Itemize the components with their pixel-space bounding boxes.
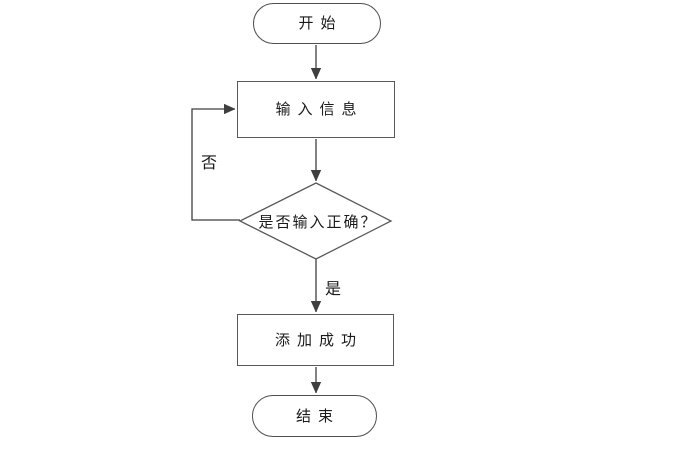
add-success-node: 添加成功 — [237, 314, 394, 366]
start-node: 开始 — [253, 3, 381, 44]
decision-node-label: 是否输入正确？ — [258, 212, 378, 231]
arrow-decision-no-loop — [191, 109, 240, 221]
edge-label-no: 否 — [201, 153, 218, 172]
input-info-node-label: 输入信息 — [275, 100, 364, 118]
input-info-node: 输入信息 — [237, 81, 395, 138]
add-success-node-label: 添加成功 — [274, 330, 363, 349]
start-node-label: 开始 — [298, 14, 343, 32]
decision-node: 是否输入正确？ — [244, 206, 390, 236]
edge-label-yes: 是 — [325, 279, 342, 298]
decision-shape — [238, 182, 393, 260]
end-node-label: 结束 — [295, 406, 340, 425]
end-node: 结束 — [252, 395, 377, 437]
